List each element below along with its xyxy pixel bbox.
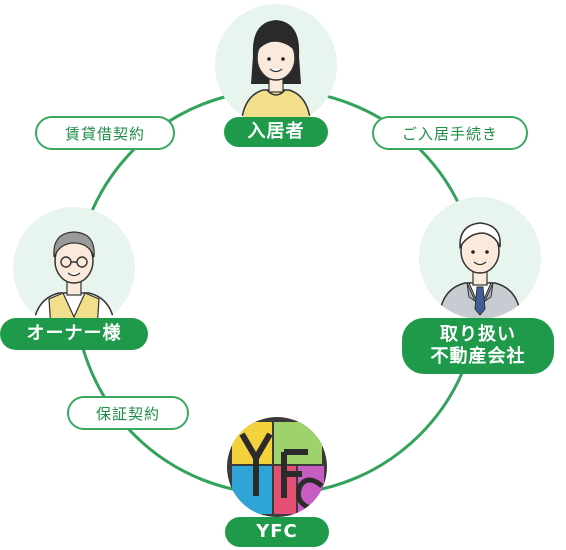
edge-label-guarantee-contract: 保証契約: [67, 396, 189, 430]
agency-bubble: [419, 197, 541, 319]
resident-node-label: 入居者: [224, 117, 328, 147]
agency-label-line1: 取り扱い: [440, 323, 516, 345]
agency-node-label: 取り扱い 不動産会社: [402, 318, 554, 374]
yfc-node-label: YFC: [225, 517, 329, 547]
edge-label-move-in-procedure: ご入居手続き: [372, 116, 528, 150]
agent-businessman-icon: [438, 222, 522, 319]
edge-label-lease-contract: 賃貸借契約: [35, 116, 175, 150]
resident-bubble: [215, 4, 337, 126]
yfc-logo: [222, 412, 332, 522]
owner-node-label: オーナー様: [0, 318, 148, 350]
resident-woman-icon: [240, 20, 312, 126]
owner-bubble: [13, 207, 135, 329]
owner-elder-man-icon: [32, 231, 116, 329]
agency-label-line2: 不動産会社: [430, 346, 526, 367]
